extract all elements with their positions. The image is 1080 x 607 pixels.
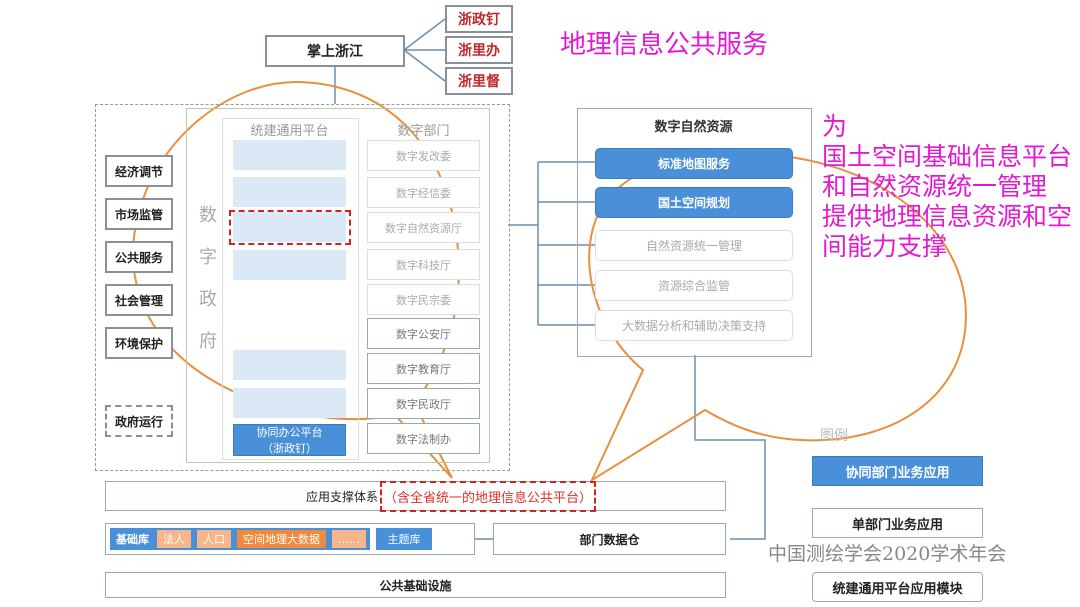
platform-module xyxy=(233,388,346,418)
watermark: 中国测绘学会2020学术年会 xyxy=(768,543,1007,565)
left-callout-text: 为 国土空间基础信息平台 和自然资源统一管理 提供地理信息资源和空 间能力支撑 xyxy=(822,112,1072,262)
department-item: 数字公安厅 xyxy=(367,318,480,349)
department-item: 数字科技厅 xyxy=(367,249,480,280)
platform-module xyxy=(233,140,346,170)
app-zhiliban: 浙里办 xyxy=(445,36,513,64)
data-layer-frame: 基础库 法人 人口 空间地理大数据 …… 主题库 xyxy=(105,523,475,555)
base-item-more: …… xyxy=(332,530,366,548)
label-char: 府 xyxy=(199,331,217,352)
digital-gov-label: 数字政府 xyxy=(198,195,218,363)
geo-public-platform-highlight: （含全省统一的地理信息公共平台） xyxy=(380,480,597,512)
function-economy: 经济调节 xyxy=(105,155,173,187)
natural-resources-title: 数字自然资源 xyxy=(654,120,733,135)
department-item: 数字民政厅 xyxy=(367,388,480,419)
legend-shared-module: 统建通用平台应用模块 xyxy=(812,572,983,602)
legend-single-dept: 单部门业务应用 xyxy=(812,508,983,538)
nr-item-spatial-planning: 国土空间规划 xyxy=(595,187,793,218)
label-char: 数 xyxy=(199,205,217,226)
department-item: 数字发改委 xyxy=(367,140,480,171)
department-item: 数字自然资源厅 xyxy=(367,212,480,243)
departments-title: 数字部门 xyxy=(397,124,450,139)
gov-outer-frame xyxy=(95,104,510,471)
callout-line: 和自然资源统一管理 xyxy=(822,172,1048,201)
right-callout-text: 地理信息公共服务 xyxy=(560,30,769,60)
department-item: 数字法制办 xyxy=(367,423,480,454)
department-item: 数字教育厅 xyxy=(367,353,480,384)
department-item: 数字经信委 xyxy=(367,177,480,208)
app-zhengding: 浙政钉 xyxy=(445,5,513,33)
department-item: 数字民宗委 xyxy=(367,284,480,315)
nr-item-bigdata-decision: 大数据分析和辅助决策支持 xyxy=(595,310,793,341)
callout-line: 国土空间基础信息平台 xyxy=(822,142,1073,171)
function-social: 社会管理 xyxy=(105,284,173,316)
platform-module xyxy=(233,212,346,242)
platform-module xyxy=(233,177,346,207)
base-item-spatial-bigdata: 空间地理大数据 xyxy=(237,530,326,548)
highlight-box-geo-platform xyxy=(229,210,351,245)
label-char: 字 xyxy=(199,247,217,268)
base-library: 基础库 xyxy=(116,533,149,546)
theme-library: 主题库 xyxy=(376,528,432,550)
platform-bottom-sub: （浙政钉） xyxy=(262,442,317,455)
shared-platform-title: 统建通用平台 xyxy=(250,124,329,139)
function-environment: 环境保护 xyxy=(105,327,173,359)
nr-item-supervision: 资源综合监管 xyxy=(595,270,793,301)
legend-title: 图例 xyxy=(820,428,848,444)
zhangshang-zhejiang-box: 掌上浙江 xyxy=(265,35,405,67)
public-infrastructure: 公共基础设施 xyxy=(105,572,726,598)
platform-bottom-label: 协同办公平台 xyxy=(256,426,323,439)
shared-platform-frame xyxy=(222,118,359,460)
collab-office-platform: 协同办公平台 （浙政钉） xyxy=(233,424,346,456)
callout-line: 为 xyxy=(822,112,848,141)
base-item-legal: 法人 xyxy=(157,530,191,548)
base-library-row: 基础库 法人 人口 空间地理大数据 …… xyxy=(110,528,370,550)
base-item-population: 人口 xyxy=(197,530,231,548)
support-label: 应用支撑体系 xyxy=(306,489,379,504)
callout-line: 提供地理信息资源和空 xyxy=(822,202,1073,231)
app-support-system: 应用支撑体系 （含全省统一的地理信息公共平台） xyxy=(105,480,726,512)
function-public-service: 公共服务 xyxy=(105,241,173,273)
app-zhilidu: 浙里督 xyxy=(445,67,513,95)
platform-module xyxy=(233,350,346,380)
label-char: 政 xyxy=(199,289,217,310)
nr-item-unified-management: 自然资源统一管理 xyxy=(595,230,793,261)
function-market: 市场监管 xyxy=(105,198,173,230)
nr-item-map-service: 标准地图服务 xyxy=(595,148,793,179)
function-gov-operation: 政府运行 xyxy=(105,405,173,437)
platform-module xyxy=(233,250,346,280)
department-data-warehouse: 部门数据仓 xyxy=(493,523,726,555)
callout-line: 间能力支撑 xyxy=(822,232,948,261)
legend-collab-dept: 协同部门业务应用 xyxy=(812,456,983,486)
digital-gov-frame xyxy=(186,108,490,463)
natural-resources-frame xyxy=(577,108,812,357)
